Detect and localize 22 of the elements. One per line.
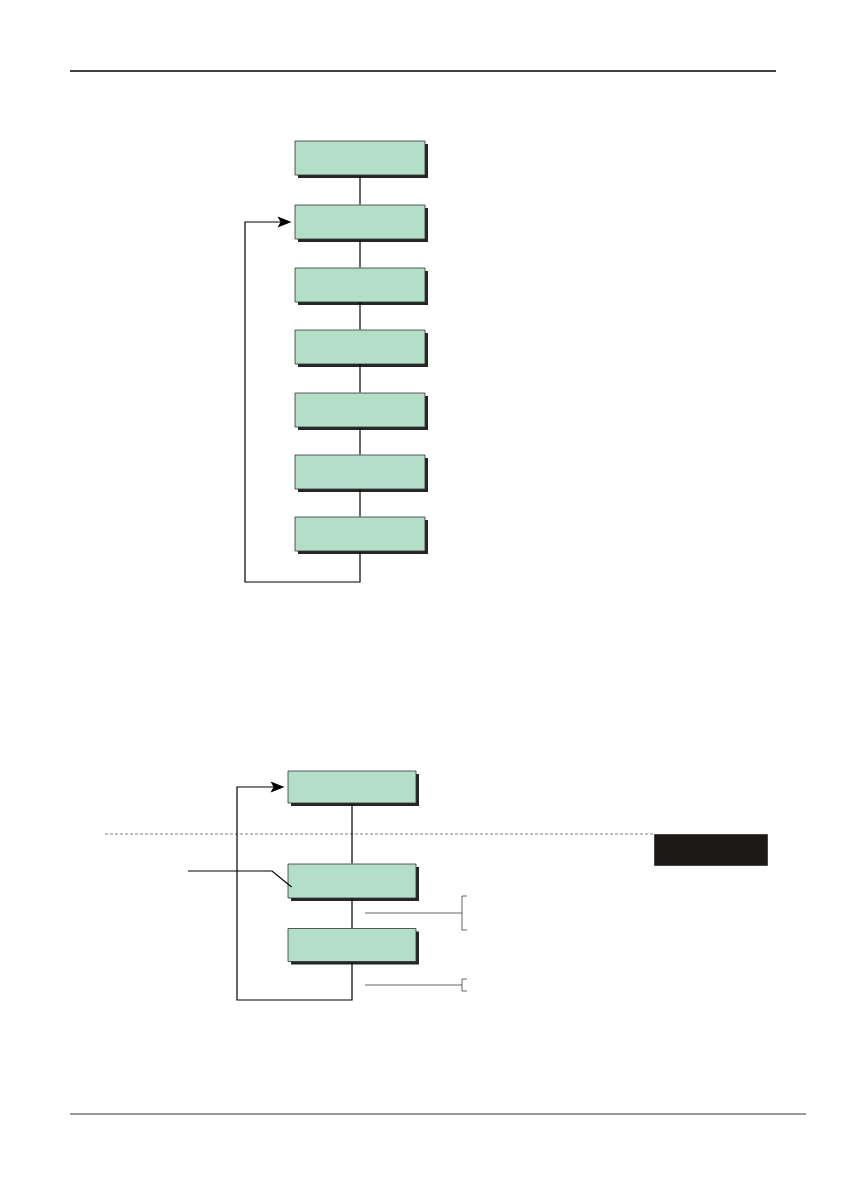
- connector-line: [359, 174, 361, 206]
- process-box: [287, 770, 419, 806]
- connector-line: [359, 301, 361, 331]
- connector-line: [351, 897, 353, 929]
- connector-line: [359, 426, 361, 456]
- process-box: [294, 454, 428, 492]
- loop-arrow: [244, 216, 361, 583]
- connector-line: [351, 802, 353, 865]
- process-box: [294, 267, 428, 305]
- connector-line: [359, 488, 361, 518]
- process-box: [294, 392, 428, 430]
- process-box: [294, 140, 428, 178]
- process-box: [287, 863, 419, 901]
- connector-line: [359, 363, 361, 394]
- process-box: [287, 928, 419, 965]
- leader-line: [187, 870, 293, 888]
- process-box: [294, 329, 428, 367]
- loop-arrow: [236, 781, 353, 1001]
- label-bar: [654, 834, 768, 866]
- connector-line: [359, 238, 361, 269]
- process-box: [294, 516, 428, 554]
- process-box: [294, 204, 428, 242]
